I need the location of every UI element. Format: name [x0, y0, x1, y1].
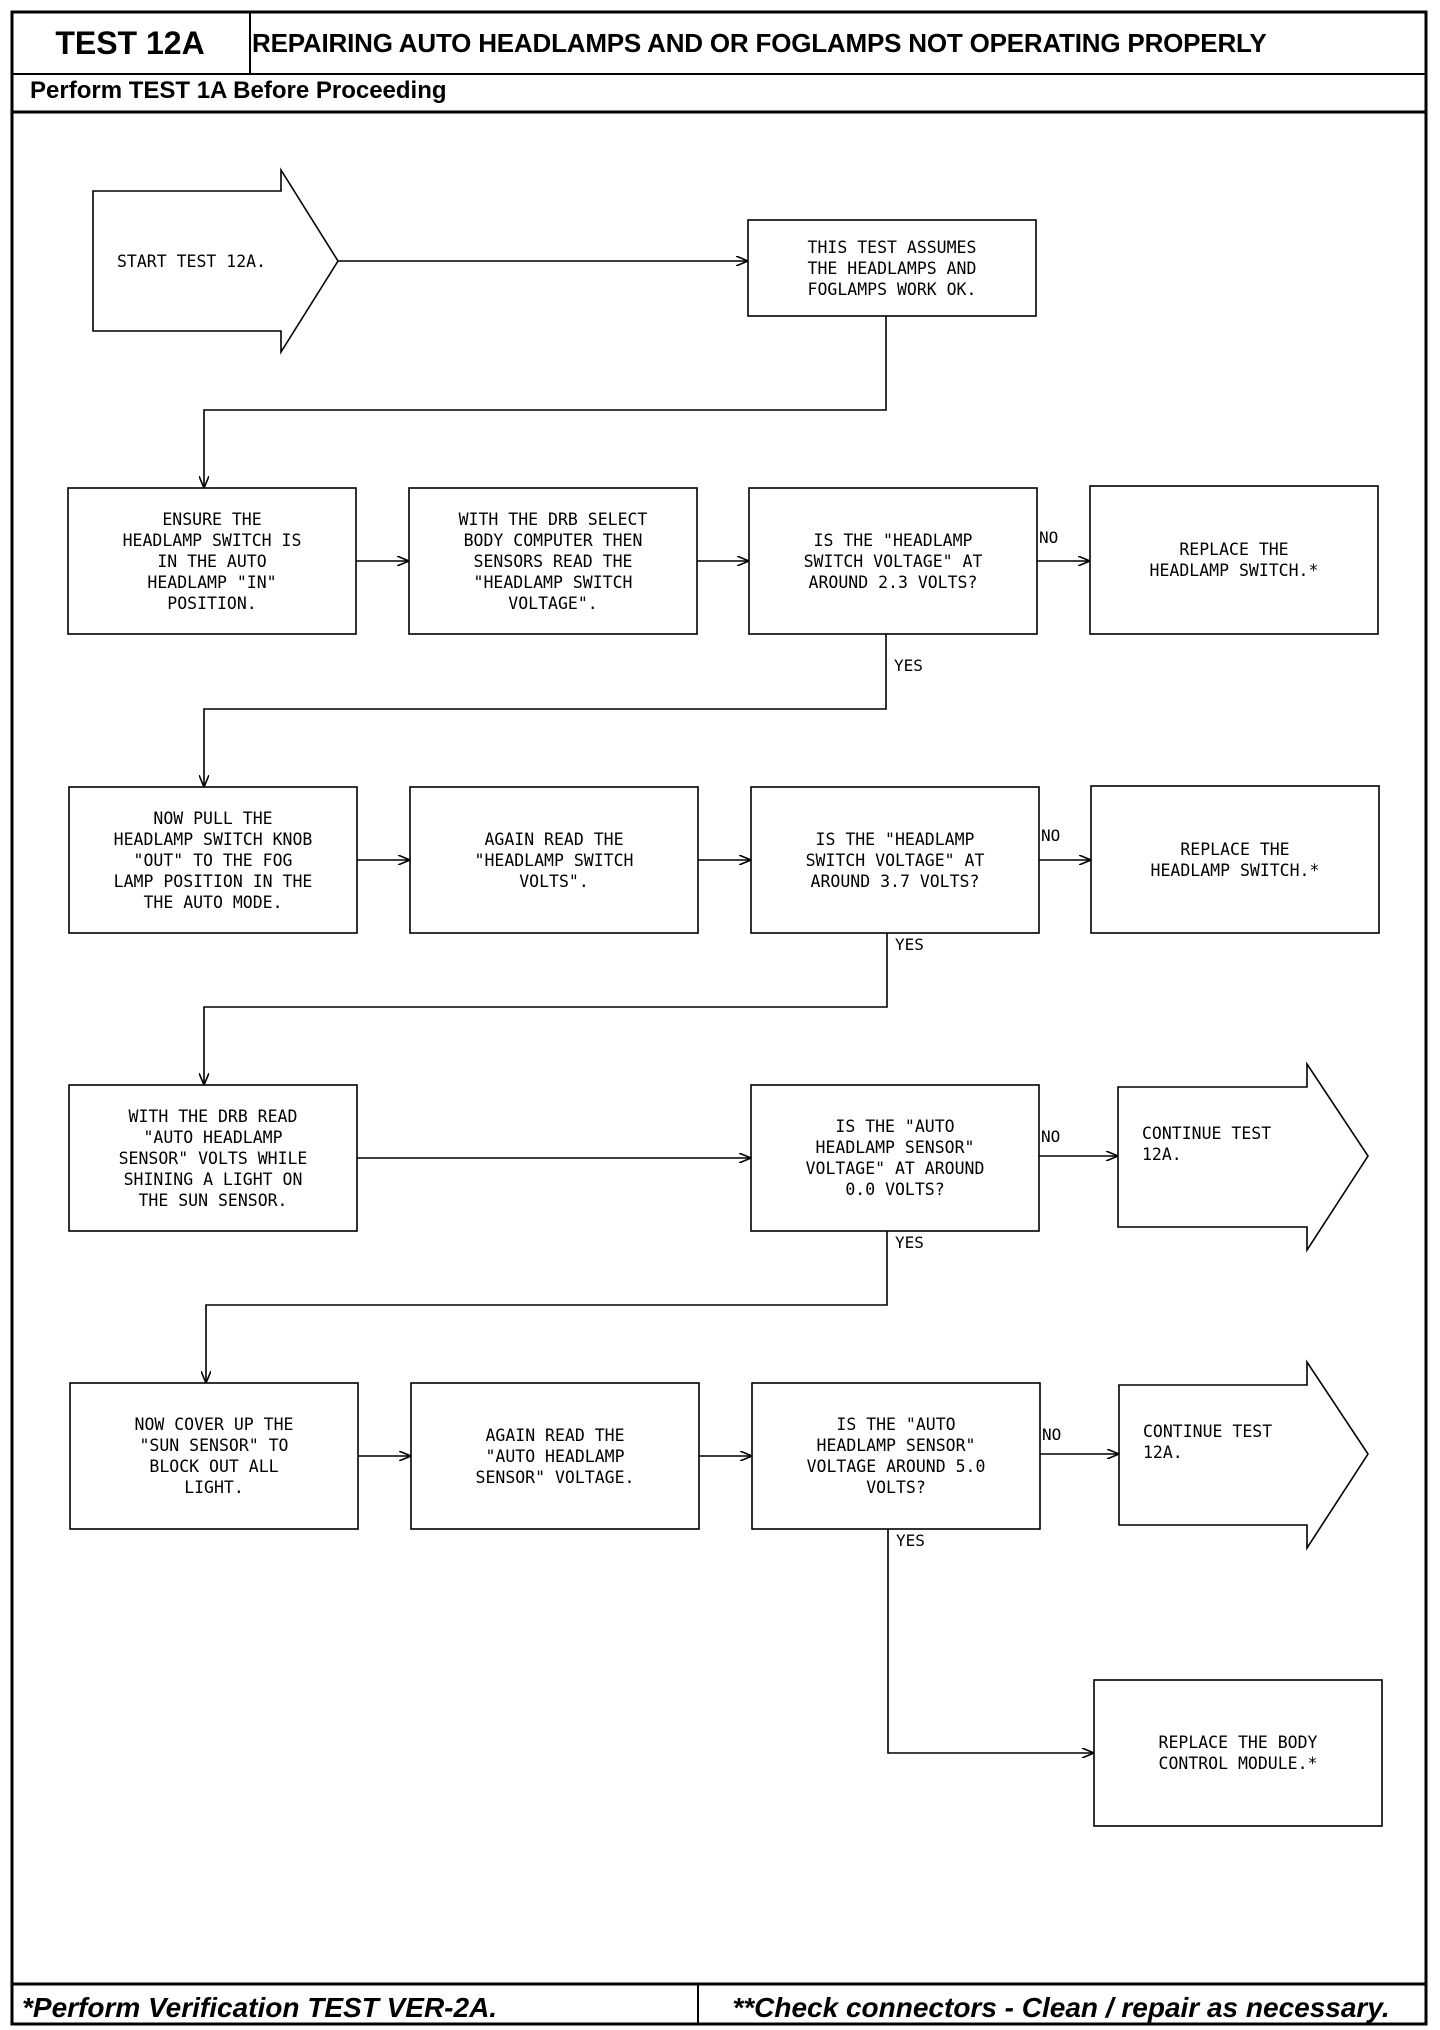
- connector-check-5-0-yes: [887, 1529, 1093, 1753]
- yes-label-4: YES: [896, 1531, 925, 1550]
- continue-1-node: CONTINUE TEST 12A.: [1142, 1124, 1272, 1164]
- check-2-3-node: IS THE "HEADLAMP SWITCH VOLTAGE" AT AROU…: [803, 530, 983, 592]
- yes-label-1: YES: [894, 656, 923, 675]
- yes-label-2: YES: [895, 935, 924, 954]
- drb-select-node: WITH THE DRB SELECT BODY COMPUTER THEN S…: [458, 509, 648, 613]
- page-border: [10, 10, 1428, 2026]
- replace-bcm-node: REPLACE THE BODY CONTROL MODULE.*: [1158, 1733, 1318, 1773]
- prerequisite-note: Perform TEST 1A Before Proceeding: [30, 77, 447, 104]
- check-0-0-node: IS THE "AUTO HEADLAMP SENSOR" VOLTAGE" A…: [805, 1117, 985, 1199]
- start-arrow-shape: [92, 167, 339, 355]
- check-5-0-box: [751, 1382, 1041, 1530]
- continue-2-node: CONTINUE TEST 12A.: [1143, 1422, 1273, 1462]
- connector-check-2-3-yes: [204, 634, 887, 786]
- replace-switch-2-box: [1090, 785, 1380, 934]
- check-0-0-box: [750, 1084, 1040, 1232]
- ensure-auto-node: ENSURE THE HEADLAMP SWITCH IS IN THE AUT…: [122, 509, 302, 613]
- drb-sun-light-node: WITH THE DRB READ "AUTO HEADLAMP SENSOR"…: [118, 1106, 308, 1210]
- verification-note: *Perform Verification TEST VER-2A.: [22, 1992, 498, 2023]
- assumption-node: THIS TEST ASSUMES THE HEADLAMPS AND FOGL…: [807, 237, 977, 299]
- yes-label-3: YES: [895, 1233, 924, 1252]
- test-id: TEST 12A: [55, 24, 205, 61]
- no-label-2: NO: [1041, 826, 1061, 845]
- pull-knob-node: NOW PULL THE HEADLAMP SWITCH KNOB "OUT" …: [113, 808, 313, 912]
- connector-check-3-7-yes: [204, 933, 888, 1084]
- continue-2-arrow-shape: [1118, 1359, 1369, 1551]
- replace-switch-2-node: REPLACE THE HEADLAMP SWITCH.*: [1150, 839, 1320, 880]
- no-label-1: NO: [1039, 528, 1059, 547]
- page-title: REPAIRING AUTO HEADLAMPS AND OR FOGLAMPS…: [252, 27, 1267, 58]
- connector-assumption-to-ensure: [204, 316, 887, 487]
- start-node: START TEST 12A.: [117, 251, 267, 271]
- read-sensor-voltage-node: AGAIN READ THE "AUTO HEADLAMP SENSOR" VO…: [475, 1425, 635, 1487]
- read-switch-volts-node: AGAIN READ THE "HEADLAMP SWITCH VOLTS".: [474, 829, 634, 891]
- no-label-3: NO: [1041, 1127, 1061, 1146]
- connectors-note: **Check connectors - Clean / repair as n…: [732, 1992, 1390, 2023]
- connector-check-0-0-yes: [206, 1231, 888, 1382]
- check-5-0-node: IS THE "AUTO HEADLAMP SENSOR" VOLTAGE AR…: [806, 1415, 986, 1497]
- assumption-box: [747, 219, 1037, 317]
- replace-bcm-box: [1093, 1679, 1383, 1827]
- check-3-7-node: IS THE "HEADLAMP SWITCH VOLTAGE" AT AROU…: [805, 829, 985, 891]
- cover-sensor-node: NOW COVER UP THE "SUN SENSOR" TO BLOCK O…: [134, 1415, 294, 1497]
- replace-switch-1-node: REPLACE THE HEADLAMP SWITCH.*: [1149, 540, 1319, 580]
- continue-1-arrow-shape: [1117, 1061, 1369, 1253]
- no-label-4: NO: [1042, 1425, 1062, 1444]
- replace-switch-1-box: [1089, 485, 1379, 635]
